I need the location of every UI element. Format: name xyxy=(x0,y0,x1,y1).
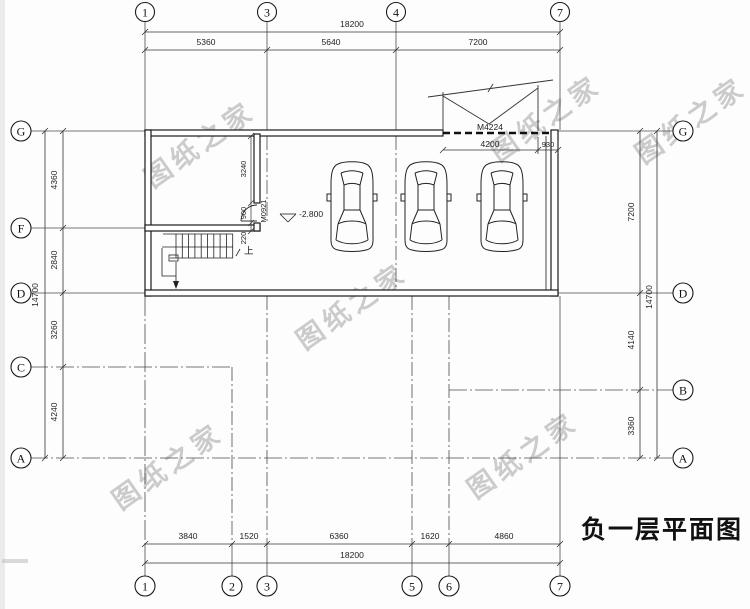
bubble-label: B xyxy=(679,384,687,398)
bubble-col-1-bottom: 1 xyxy=(134,575,156,597)
staircase xyxy=(161,233,241,289)
bubble-label: 7 xyxy=(557,580,563,594)
car-2 xyxy=(400,161,452,252)
bubble-row-A-right: A xyxy=(672,447,694,469)
bubble-label: 2 xyxy=(229,580,235,594)
dim-jamb-220: 220 xyxy=(239,232,248,245)
bubble-label: A xyxy=(17,452,26,466)
watermark-text: 图纸之家 xyxy=(138,95,261,195)
scan-artifact xyxy=(0,0,28,609)
dim-right-seg: 4140 xyxy=(626,330,636,349)
bubble-col-4-top: 4 xyxy=(385,1,407,23)
bubble-row-G-left: G xyxy=(10,120,32,142)
dim-left-seg: 2840 xyxy=(49,250,59,269)
wall-east xyxy=(550,129,559,297)
bubble-row-C-left: C xyxy=(10,356,32,378)
grid-bubbles: 1 3 4 7 1 2 3 5 6 7 G F D C A G D B A xyxy=(10,1,694,597)
bubble-label: G xyxy=(17,125,26,139)
bubble-label: 6 xyxy=(446,580,452,594)
dim-left-seg: 4360 xyxy=(49,170,59,189)
bubble-label: 7 xyxy=(557,6,563,20)
bubble-label: G xyxy=(679,125,688,139)
wall-south xyxy=(144,289,559,297)
interior-dim xyxy=(247,132,255,235)
dim-left-total: 14700 xyxy=(30,283,40,307)
dim-bottom-seg: 4860 xyxy=(495,531,514,541)
watermark-text: 图纸之家 xyxy=(290,257,413,357)
bubble-label: A xyxy=(679,452,688,466)
bubble-label: 4 xyxy=(393,6,399,20)
dim-top-total: 18200 xyxy=(340,19,364,29)
dimension-lines xyxy=(41,28,661,567)
parked-cars xyxy=(326,161,528,252)
bubble-row-A-left: A xyxy=(10,447,32,469)
dim-right-total: 14700 xyxy=(644,285,654,309)
dim-wall-3240: 3240 xyxy=(239,161,248,178)
dim-top-seg: 5640 xyxy=(322,37,341,47)
dim-bottom-seg: 6360 xyxy=(330,531,349,541)
bubble-label: 3 xyxy=(264,580,270,594)
dim-left-seg: 3260 xyxy=(49,320,59,339)
watermark-text: 图纸之家 xyxy=(629,71,750,171)
watermark-text: 图纸之家 xyxy=(461,406,584,506)
bubble-label: 5 xyxy=(409,580,415,594)
elevation-value: -2.800 xyxy=(299,209,323,219)
bubble-col-7-top: 7 xyxy=(549,1,571,23)
bubble-col-3-bottom: 3 xyxy=(256,575,278,597)
wall-west xyxy=(144,129,152,297)
dim-right-seg: 3360 xyxy=(626,416,636,435)
garage-door-side-dim: 930 xyxy=(542,140,555,149)
bubble-label: 1 xyxy=(142,6,148,20)
walls xyxy=(144,129,559,297)
bubble-label: F xyxy=(18,222,25,236)
bubble-col-2-bottom: 2 xyxy=(221,575,243,597)
bubble-row-B-right: B xyxy=(672,379,694,401)
bubble-col-3-top: 3 xyxy=(256,1,278,23)
wall-room-east-upper xyxy=(253,133,261,204)
car-3 xyxy=(476,161,528,252)
dim-bottom-seg: 1520 xyxy=(240,531,259,541)
dim-top-seg: 7200 xyxy=(469,37,488,47)
stair-up-label: 上 xyxy=(244,246,254,257)
elevation-marker xyxy=(279,213,297,223)
grid-lines xyxy=(30,22,673,576)
drawing-title: 负一层平面图 xyxy=(581,515,743,544)
interior-door xyxy=(240,204,258,222)
bubble-label: D xyxy=(17,287,26,301)
car-1 xyxy=(326,161,378,252)
bubble-label: 1 xyxy=(142,580,148,594)
interior-door-tag: M0921 xyxy=(259,200,268,223)
dimension-texts: 18200 5360 5640 7200 3840 1520 6360 1620… xyxy=(30,19,654,560)
dim-right-seg: 7200 xyxy=(626,202,636,221)
dim-bottom-seg: 1620 xyxy=(421,531,440,541)
bubble-label: C xyxy=(17,361,25,375)
bubble-col-1-top: 1 xyxy=(134,1,156,23)
bubble-col-7-bottom: 7 xyxy=(549,575,571,597)
dim-bottom-seg: 3840 xyxy=(179,531,198,541)
garage-door-tag: M4224 xyxy=(477,122,503,132)
bubble-row-F-left: F xyxy=(10,217,32,239)
bubble-col-5-bottom: 5 xyxy=(401,575,423,597)
watermark-text: 图纸之家 xyxy=(106,417,229,517)
garage-door-diagram xyxy=(427,79,554,131)
bubble-row-D-right: D xyxy=(672,282,694,304)
bubble-row-G-right: G xyxy=(672,120,694,142)
dim-bottom-total: 18200 xyxy=(340,550,364,560)
wall-room-east-lower xyxy=(253,222,261,232)
stair-arrow-head xyxy=(173,281,179,289)
bubble-row-D-left: D xyxy=(10,282,32,304)
wall-room-south xyxy=(144,224,261,232)
garage-door-width: 4200 xyxy=(481,139,500,149)
bubble-label: D xyxy=(679,287,688,301)
bubble-col-6-bottom: 6 xyxy=(438,575,460,597)
garage-door-dim xyxy=(439,137,562,154)
wall-north xyxy=(144,129,444,137)
bubble-label: 3 xyxy=(264,6,270,20)
dim-left-seg: 4240 xyxy=(49,402,59,421)
dim-top-seg: 5360 xyxy=(197,37,216,47)
